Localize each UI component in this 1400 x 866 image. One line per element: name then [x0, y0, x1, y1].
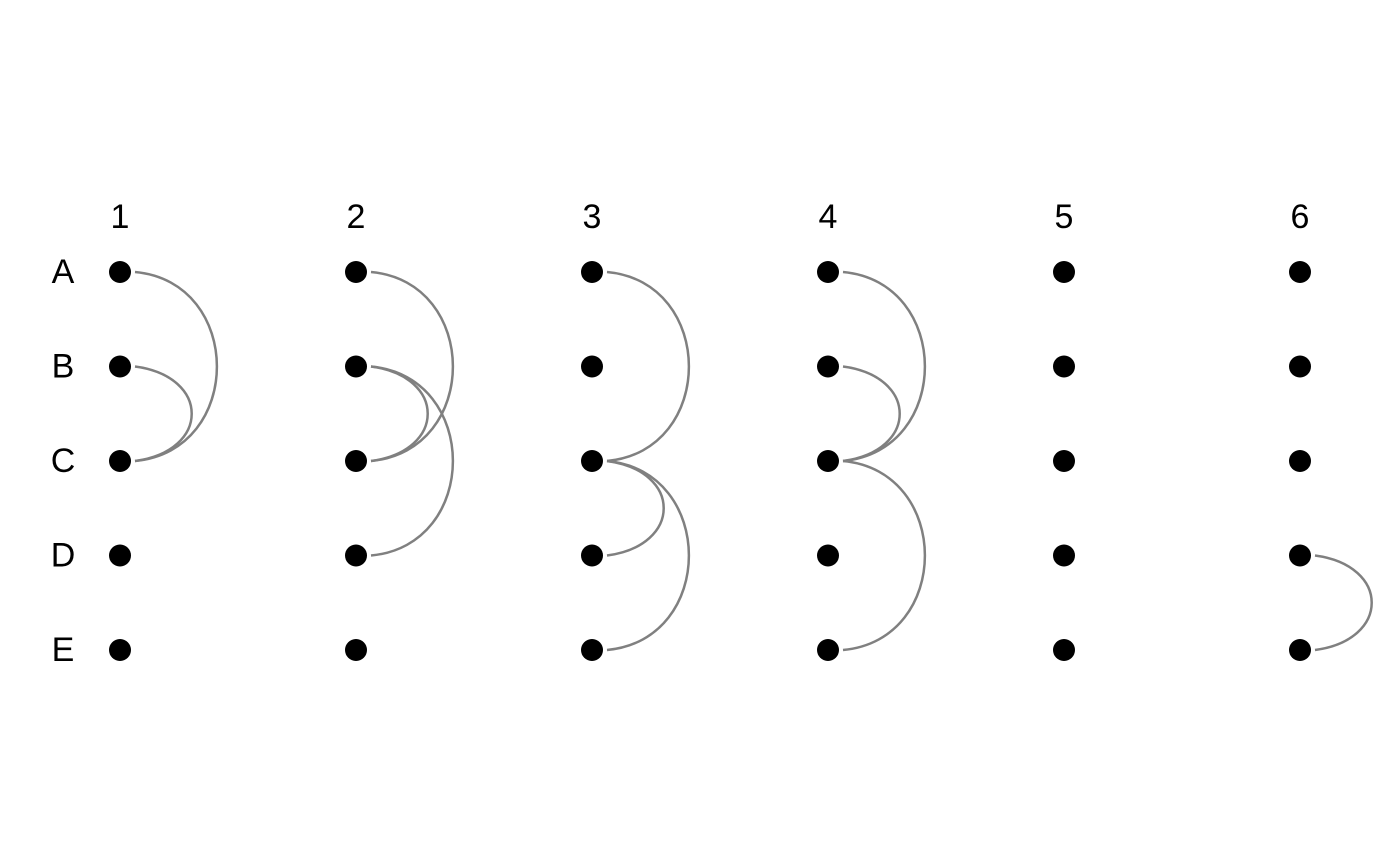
column-5: 5	[1053, 198, 1075, 661]
node-2-c	[345, 450, 367, 472]
node-3-b	[581, 355, 603, 378]
node-2-d	[345, 544, 367, 567]
node-5-d	[1053, 544, 1075, 567]
node-1-a	[109, 261, 131, 283]
column-2: 2	[345, 198, 455, 661]
node-5-c	[1053, 450, 1075, 472]
arc-a-c	[842, 270, 927, 463]
column-label: 3	[583, 198, 602, 236]
node-1-c	[109, 450, 131, 472]
column-label: 2	[347, 198, 366, 236]
column-4: 4	[817, 198, 927, 661]
arc-b-d	[370, 365, 455, 557]
node-3-c	[581, 450, 603, 472]
node-4-d	[817, 544, 839, 567]
node-2-b	[345, 355, 367, 378]
node-6-e	[1289, 639, 1311, 661]
arc-c-e	[842, 459, 927, 652]
row-label-d: D	[51, 536, 76, 574]
node-5-a	[1053, 261, 1075, 283]
node-4-b	[817, 355, 839, 378]
column-label: 6	[1291, 198, 1310, 236]
node-1-b	[109, 355, 131, 378]
arc-c-d	[606, 459, 665, 557]
row-label-a: A	[52, 253, 75, 291]
node-1-d	[109, 544, 131, 567]
row-label-c: C	[51, 442, 76, 480]
arc-a-c	[370, 270, 455, 463]
node-4-a	[817, 261, 839, 283]
column-6: 6	[1289, 198, 1373, 661]
arc-c-e	[606, 459, 691, 652]
arc-d-e	[1314, 554, 1373, 652]
column-label: 5	[1055, 198, 1074, 236]
node-1-e	[109, 639, 131, 661]
node-6-c	[1289, 450, 1311, 472]
column-3: 3	[581, 198, 691, 661]
node-5-b	[1053, 355, 1075, 378]
node-5-e	[1053, 639, 1075, 661]
row-label-b: B	[52, 347, 75, 385]
arc-b-c	[134, 365, 193, 463]
row-label-e: E	[52, 631, 75, 669]
node-3-d	[581, 544, 603, 567]
node-2-a	[345, 261, 367, 283]
node-6-b	[1289, 355, 1311, 378]
node-3-e	[581, 639, 603, 661]
node-2-e	[345, 639, 367, 661]
node-4-e	[817, 639, 839, 661]
arc-a-c	[134, 270, 219, 463]
node-4-c	[817, 450, 839, 472]
arc-a-c	[606, 270, 691, 463]
arc-b-c	[842, 365, 901, 463]
node-6-a	[1289, 261, 1311, 283]
node-6-d	[1289, 544, 1311, 567]
node-3-a	[581, 261, 603, 283]
column-label: 4	[819, 198, 838, 236]
column-1: 1	[109, 198, 219, 661]
arc-b-c	[370, 365, 429, 463]
column-label: 1	[111, 198, 130, 236]
